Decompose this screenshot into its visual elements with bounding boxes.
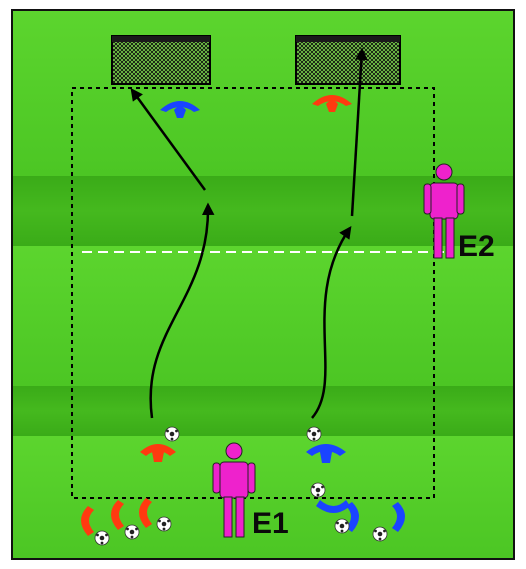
playing-area-boundary xyxy=(71,87,435,499)
left-dribble-path xyxy=(130,87,215,419)
soccer-ball-icon xyxy=(306,426,322,442)
red-defender-marker xyxy=(312,95,352,112)
soccer-ball-icon xyxy=(124,524,140,540)
red-player-marker xyxy=(140,444,176,462)
soccer-ball-icon xyxy=(310,482,326,498)
coach-e2-label: E2 xyxy=(458,230,495,263)
blue-player-marker xyxy=(306,444,346,463)
soccer-ball-icon xyxy=(164,426,180,442)
soccer-ball-icon xyxy=(334,518,350,534)
coach-e1-icon xyxy=(212,442,256,538)
right-dribble-path xyxy=(311,47,368,419)
red-waiting-group xyxy=(81,498,172,546)
coach-e2-icon xyxy=(423,163,465,259)
soccer-ball-icon xyxy=(372,526,388,542)
blue-waiting-group xyxy=(310,482,405,542)
goal-right-icon xyxy=(295,35,401,85)
grass-stripes xyxy=(13,11,513,558)
soccer-ball-icon xyxy=(94,530,110,546)
blue-defender-marker xyxy=(160,101,200,118)
goal-left-icon xyxy=(111,35,211,85)
coach-e1-label: E1 xyxy=(252,507,289,540)
soccer-ball-icon xyxy=(156,516,172,532)
